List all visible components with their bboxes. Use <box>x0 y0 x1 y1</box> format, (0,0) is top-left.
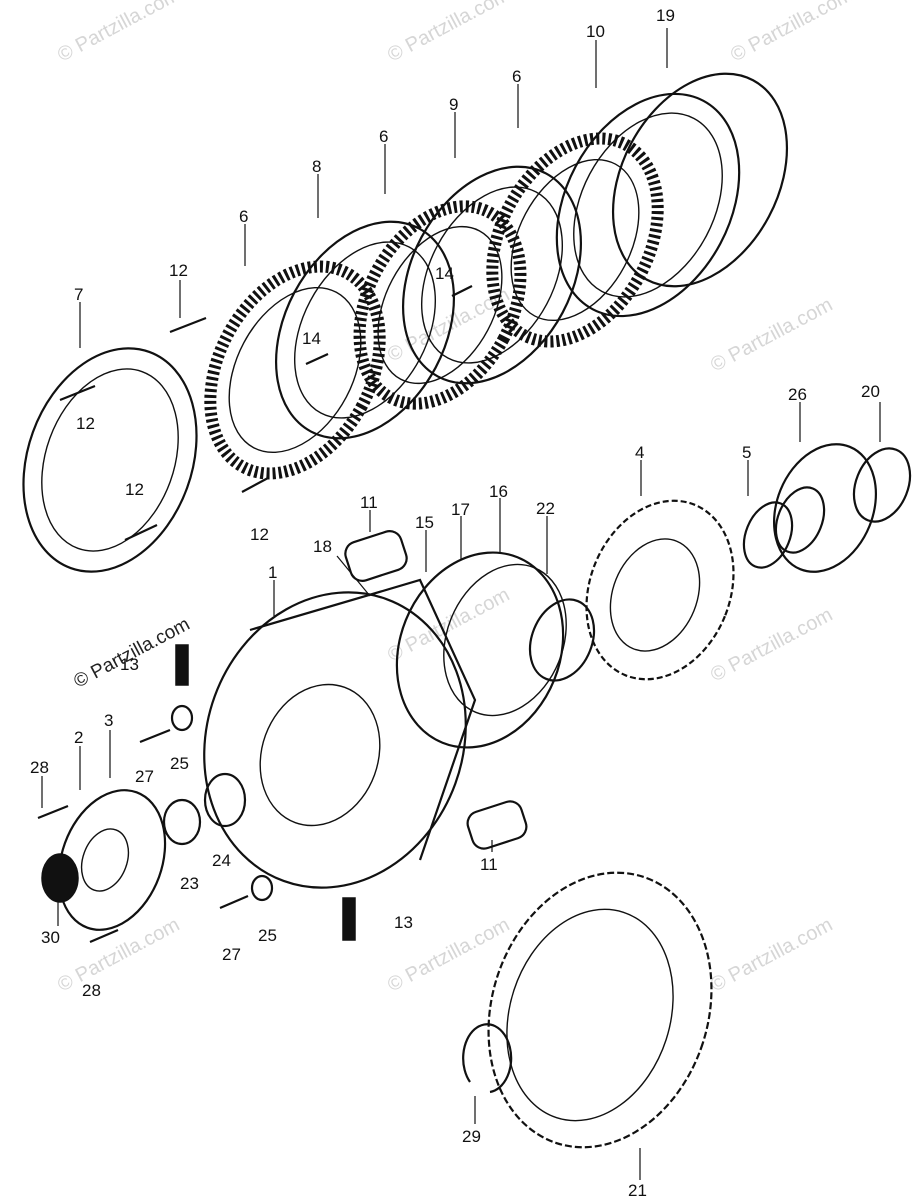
part-2-3-cover <box>57 789 167 931</box>
callout-10: 10 <box>586 22 605 41</box>
watermark: © Partzilla.com <box>707 294 836 377</box>
watermark: © Partzilla.com <box>707 914 836 997</box>
part-10-plate <box>555 92 741 318</box>
part-12-pins <box>59 316 269 541</box>
callout-26: 26 <box>788 385 807 404</box>
part-26-snap-ring <box>772 443 878 573</box>
part-6-friction-disc <box>353 200 527 410</box>
watermark: © Partzilla.com <box>727 0 856 66</box>
callout-28: 28 <box>82 981 101 1000</box>
callout-30: 30 <box>41 928 60 947</box>
part-23-nut <box>162 798 202 846</box>
callout-5: 5 <box>742 443 751 462</box>
watermark: © Partzilla.com <box>70 614 193 693</box>
part-24-washer <box>203 772 247 828</box>
part-14-pins <box>305 285 473 366</box>
part-28-bolt <box>37 804 69 820</box>
part-29-circlip <box>462 1023 513 1094</box>
callout-12: 12 <box>169 261 188 280</box>
callout-20: 20 <box>861 382 880 401</box>
part-19-plate <box>611 72 789 288</box>
part-27-bolt <box>139 728 171 744</box>
part-13-stud <box>175 644 189 686</box>
part-6-friction-disc <box>204 260 386 480</box>
callout-6: 6 <box>512 67 521 86</box>
part-4-gear <box>585 499 735 681</box>
callout-18: 18 <box>313 537 332 556</box>
callout-12: 12 <box>250 525 269 544</box>
callout-21: 21 <box>628 1181 647 1200</box>
callout-3: 3 <box>104 711 113 730</box>
part-21-gear <box>487 871 713 1149</box>
part-25-washer <box>250 874 274 902</box>
part-13-stud <box>342 897 356 941</box>
part-1-clutch-housing <box>203 578 477 889</box>
callout-14: 14 <box>302 329 321 348</box>
callout-6: 6 <box>379 127 388 146</box>
callout-2: 2 <box>74 728 83 747</box>
callout-28: 28 <box>30 758 49 777</box>
callout-11: 11 <box>480 855 498 874</box>
callout-15: 15 <box>415 513 434 532</box>
clutch-parts <box>22 72 912 1149</box>
callout-16: 16 <box>489 482 508 501</box>
callout-22: 22 <box>536 499 555 518</box>
callout-19: 19 <box>656 6 675 25</box>
callout-17: 17 <box>451 500 470 519</box>
leader-lines <box>41 28 881 1180</box>
callout-7: 7 <box>74 285 83 304</box>
callout-14: 14 <box>435 264 454 283</box>
watermark: © Partzilla.com <box>707 604 836 687</box>
part-27-bolt <box>219 894 249 910</box>
part-11-spring <box>344 530 408 582</box>
callout-labels: 19 10 6 9 6 8 6 12 7 14 14 12 12 12 26 2… <box>30 6 880 1200</box>
part-28-bolt <box>89 928 119 944</box>
callout-27: 27 <box>135 767 154 786</box>
callout-29: 29 <box>462 1127 481 1146</box>
callout-9: 9 <box>449 95 458 114</box>
callout-12: 12 <box>125 480 144 499</box>
callout-25: 25 <box>258 926 277 945</box>
callout-24: 24 <box>212 851 231 870</box>
part-11-spring <box>466 800 528 850</box>
part-6-friction-disc <box>486 132 664 348</box>
callout-8: 8 <box>312 157 321 176</box>
callout-13: 13 <box>394 913 413 932</box>
watermark: © Partzilla.com <box>384 0 513 66</box>
callout-13: 13 <box>120 655 139 674</box>
callout-27: 27 <box>222 945 241 964</box>
part-25-washer <box>170 704 194 732</box>
part-9-plate <box>401 165 583 385</box>
callout-12: 12 <box>76 414 95 433</box>
callout-25: 25 <box>170 754 189 773</box>
part-30-bearing <box>41 853 79 903</box>
callout-4: 4 <box>635 443 644 462</box>
callout-1: 1 <box>268 563 277 582</box>
callout-6: 6 <box>239 207 248 226</box>
leader-line <box>336 555 371 597</box>
part-5-collar <box>742 486 826 569</box>
callout-11: 11 <box>360 493 378 512</box>
part-22-bushing <box>528 598 596 682</box>
part-7-plate <box>22 347 198 573</box>
part-20-washer <box>852 447 912 523</box>
callout-23: 23 <box>180 874 199 893</box>
watermark: © Partzilla.com <box>54 0 183 66</box>
